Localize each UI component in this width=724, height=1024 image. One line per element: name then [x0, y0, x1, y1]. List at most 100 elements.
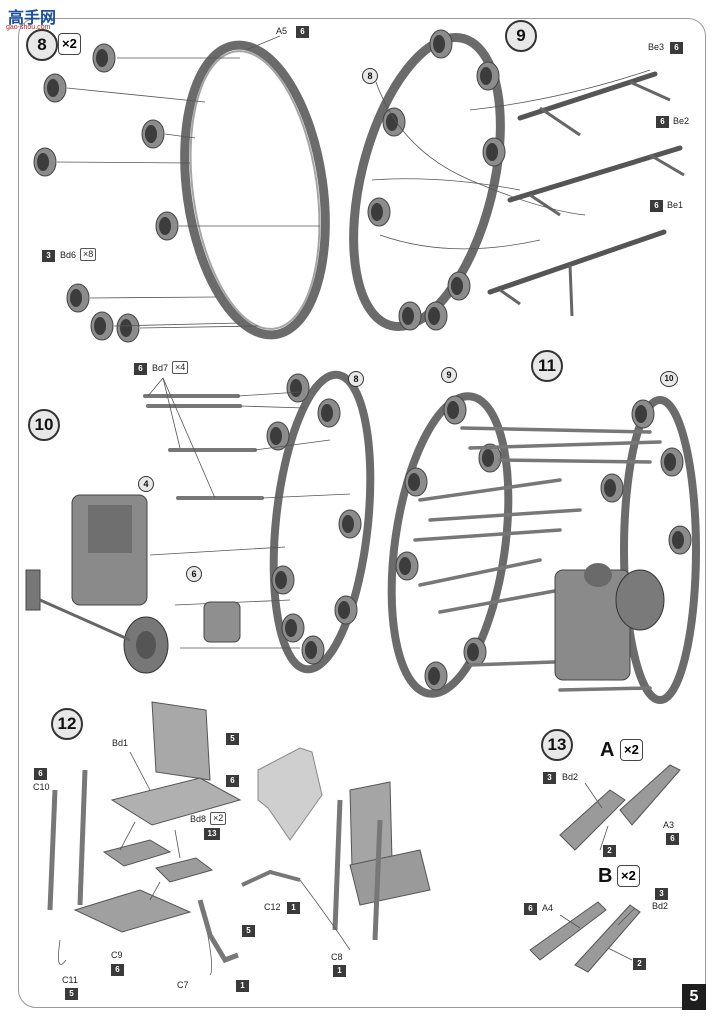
step10-rods: [143, 394, 264, 500]
part-label-c12: C12: [264, 902, 281, 912]
step12-seat-cushion: [110, 777, 242, 826]
part-mult-bd8: ×2: [210, 812, 227, 825]
step8-ring: [180, 40, 330, 340]
part-code-bd6: 3: [42, 250, 55, 262]
part-code-be2: 6: [656, 116, 669, 128]
part-code-be1: 6: [650, 200, 663, 212]
part-code-c9: 6: [111, 964, 124, 976]
step-13-number: 13: [541, 729, 573, 761]
part-code-b-2: 2: [633, 958, 646, 970]
part-label-be1: Be1: [667, 200, 684, 210]
part-label-c7: C7: [177, 980, 189, 990]
step12-lever: [197, 869, 351, 964]
part-code-c7: 1: [236, 980, 249, 992]
part-mult-bd6: ×8: [80, 248, 97, 261]
part-label-c10: C10: [33, 782, 50, 792]
variant-b-mult-value: 2: [628, 868, 636, 883]
part-label-a5: A5: [276, 26, 288, 36]
part-code-bd7: 6: [134, 363, 147, 375]
part-label-b-bd2: Bd2: [652, 901, 669, 911]
part-label-bd1: Bd1: [112, 738, 129, 748]
part-code-bd1: 5: [226, 733, 239, 745]
page-number: 5: [682, 984, 706, 1010]
step-12-number: 12: [51, 708, 83, 740]
step11-rods: [413, 426, 662, 692]
part-code-seat-6: 6: [226, 775, 239, 787]
part-code-c11: 5: [65, 988, 78, 1000]
step-11-number: 11: [531, 350, 563, 382]
step12-arrow: [257, 747, 323, 841]
step13-bracket-a: [559, 764, 681, 851]
callout-8-step10: 8: [348, 371, 364, 387]
part-code-a3: 6: [666, 833, 679, 845]
part-code-c12: 1: [287, 902, 300, 914]
callout-6-tank: 6: [186, 566, 202, 582]
part-label-a3: A3: [663, 820, 675, 830]
callout-9-step11: 9: [441, 367, 457, 383]
step9-frames: [487, 71, 683, 295]
part-code-b-bd2: 3: [655, 888, 668, 900]
part-label-be2: Be2: [673, 116, 690, 126]
part-label-bd6: Bd6: [60, 250, 77, 260]
step13-bracket-b: [529, 901, 641, 973]
part-label-c9: C9: [111, 950, 123, 960]
part-label-a-bd2: Bd2: [562, 772, 579, 782]
callout-4-engine: 4: [138, 476, 154, 492]
step10-engine: [25, 494, 169, 674]
part-mult-bd7: ×4: [172, 361, 189, 374]
part-code-c10: 6: [34, 768, 47, 780]
step9-frame-cross: [499, 80, 685, 317]
step12-seat-back: [151, 701, 211, 781]
step11-ring-left: [387, 392, 513, 698]
step9-leaders: [371, 69, 651, 250]
part-code-a5: 6: [296, 26, 309, 38]
part-label-c11: C11: [62, 975, 78, 985]
logo-subtext: gao-shou.com: [6, 24, 51, 31]
part-label-c8: C8: [331, 952, 343, 962]
part-mult-bd8-value: 2: [218, 813, 224, 823]
step13-leaders: [559, 782, 636, 961]
variant-b-multiplier: ×2: [617, 865, 640, 887]
step-8-multiplier: ×2: [58, 33, 81, 55]
step-8-mult-value: 2: [69, 36, 77, 51]
part-code-a4: 6: [524, 903, 537, 915]
part-code-c8: 1: [333, 965, 346, 977]
logo-text: 高手网: [8, 10, 57, 27]
callout-8-step9: 8: [362, 68, 378, 84]
step12-cushions-small: [102, 839, 214, 883]
step9-ring: [349, 33, 505, 331]
step10-ring: [269, 370, 375, 674]
step11-ring-right: [620, 396, 700, 704]
step11-engine: [554, 563, 665, 681]
step-8-number: 8: [26, 29, 58, 61]
step9-wheels: [367, 29, 506, 331]
variant-a-mult-value: 2: [631, 742, 639, 757]
step-10-number: 10: [28, 409, 60, 441]
step-9-number: 9: [505, 20, 537, 52]
variant-a-multiplier: ×2: [620, 739, 643, 761]
page-frame: [18, 18, 706, 1008]
part-label-a4: A4: [542, 903, 554, 913]
part-label-bd7: Bd7: [152, 363, 169, 373]
part-code-a-bd2: 3: [543, 772, 556, 784]
variant-a-letter: A: [600, 739, 615, 761]
part-code-bd8: 13: [204, 828, 220, 840]
part-mult-bd7-value: 4: [180, 362, 186, 372]
callout-10-step11: 10: [660, 371, 678, 387]
part-code-a-2: 2: [603, 845, 616, 857]
part-label-be3: Be3: [648, 42, 665, 52]
part-code-5-lever: 5: [242, 925, 255, 937]
step10-tank: [203, 601, 241, 643]
variant-b-letter: B: [598, 865, 613, 887]
step12-frame-c10: [47, 769, 88, 911]
part-code-be3: 6: [670, 42, 683, 54]
watermark-logo: 高手网 gao-shou.com: [4, 4, 68, 34]
step12-assembled-seat: [332, 781, 431, 941]
part-mult-bd6-value: 8: [88, 249, 94, 259]
step12-base-plate: [73, 889, 192, 933]
step11-wheels: [395, 395, 692, 691]
step8-leaders: [56, 35, 320, 329]
step12-leaders: [58, 751, 213, 976]
part-label-bd8: Bd8: [190, 814, 207, 824]
